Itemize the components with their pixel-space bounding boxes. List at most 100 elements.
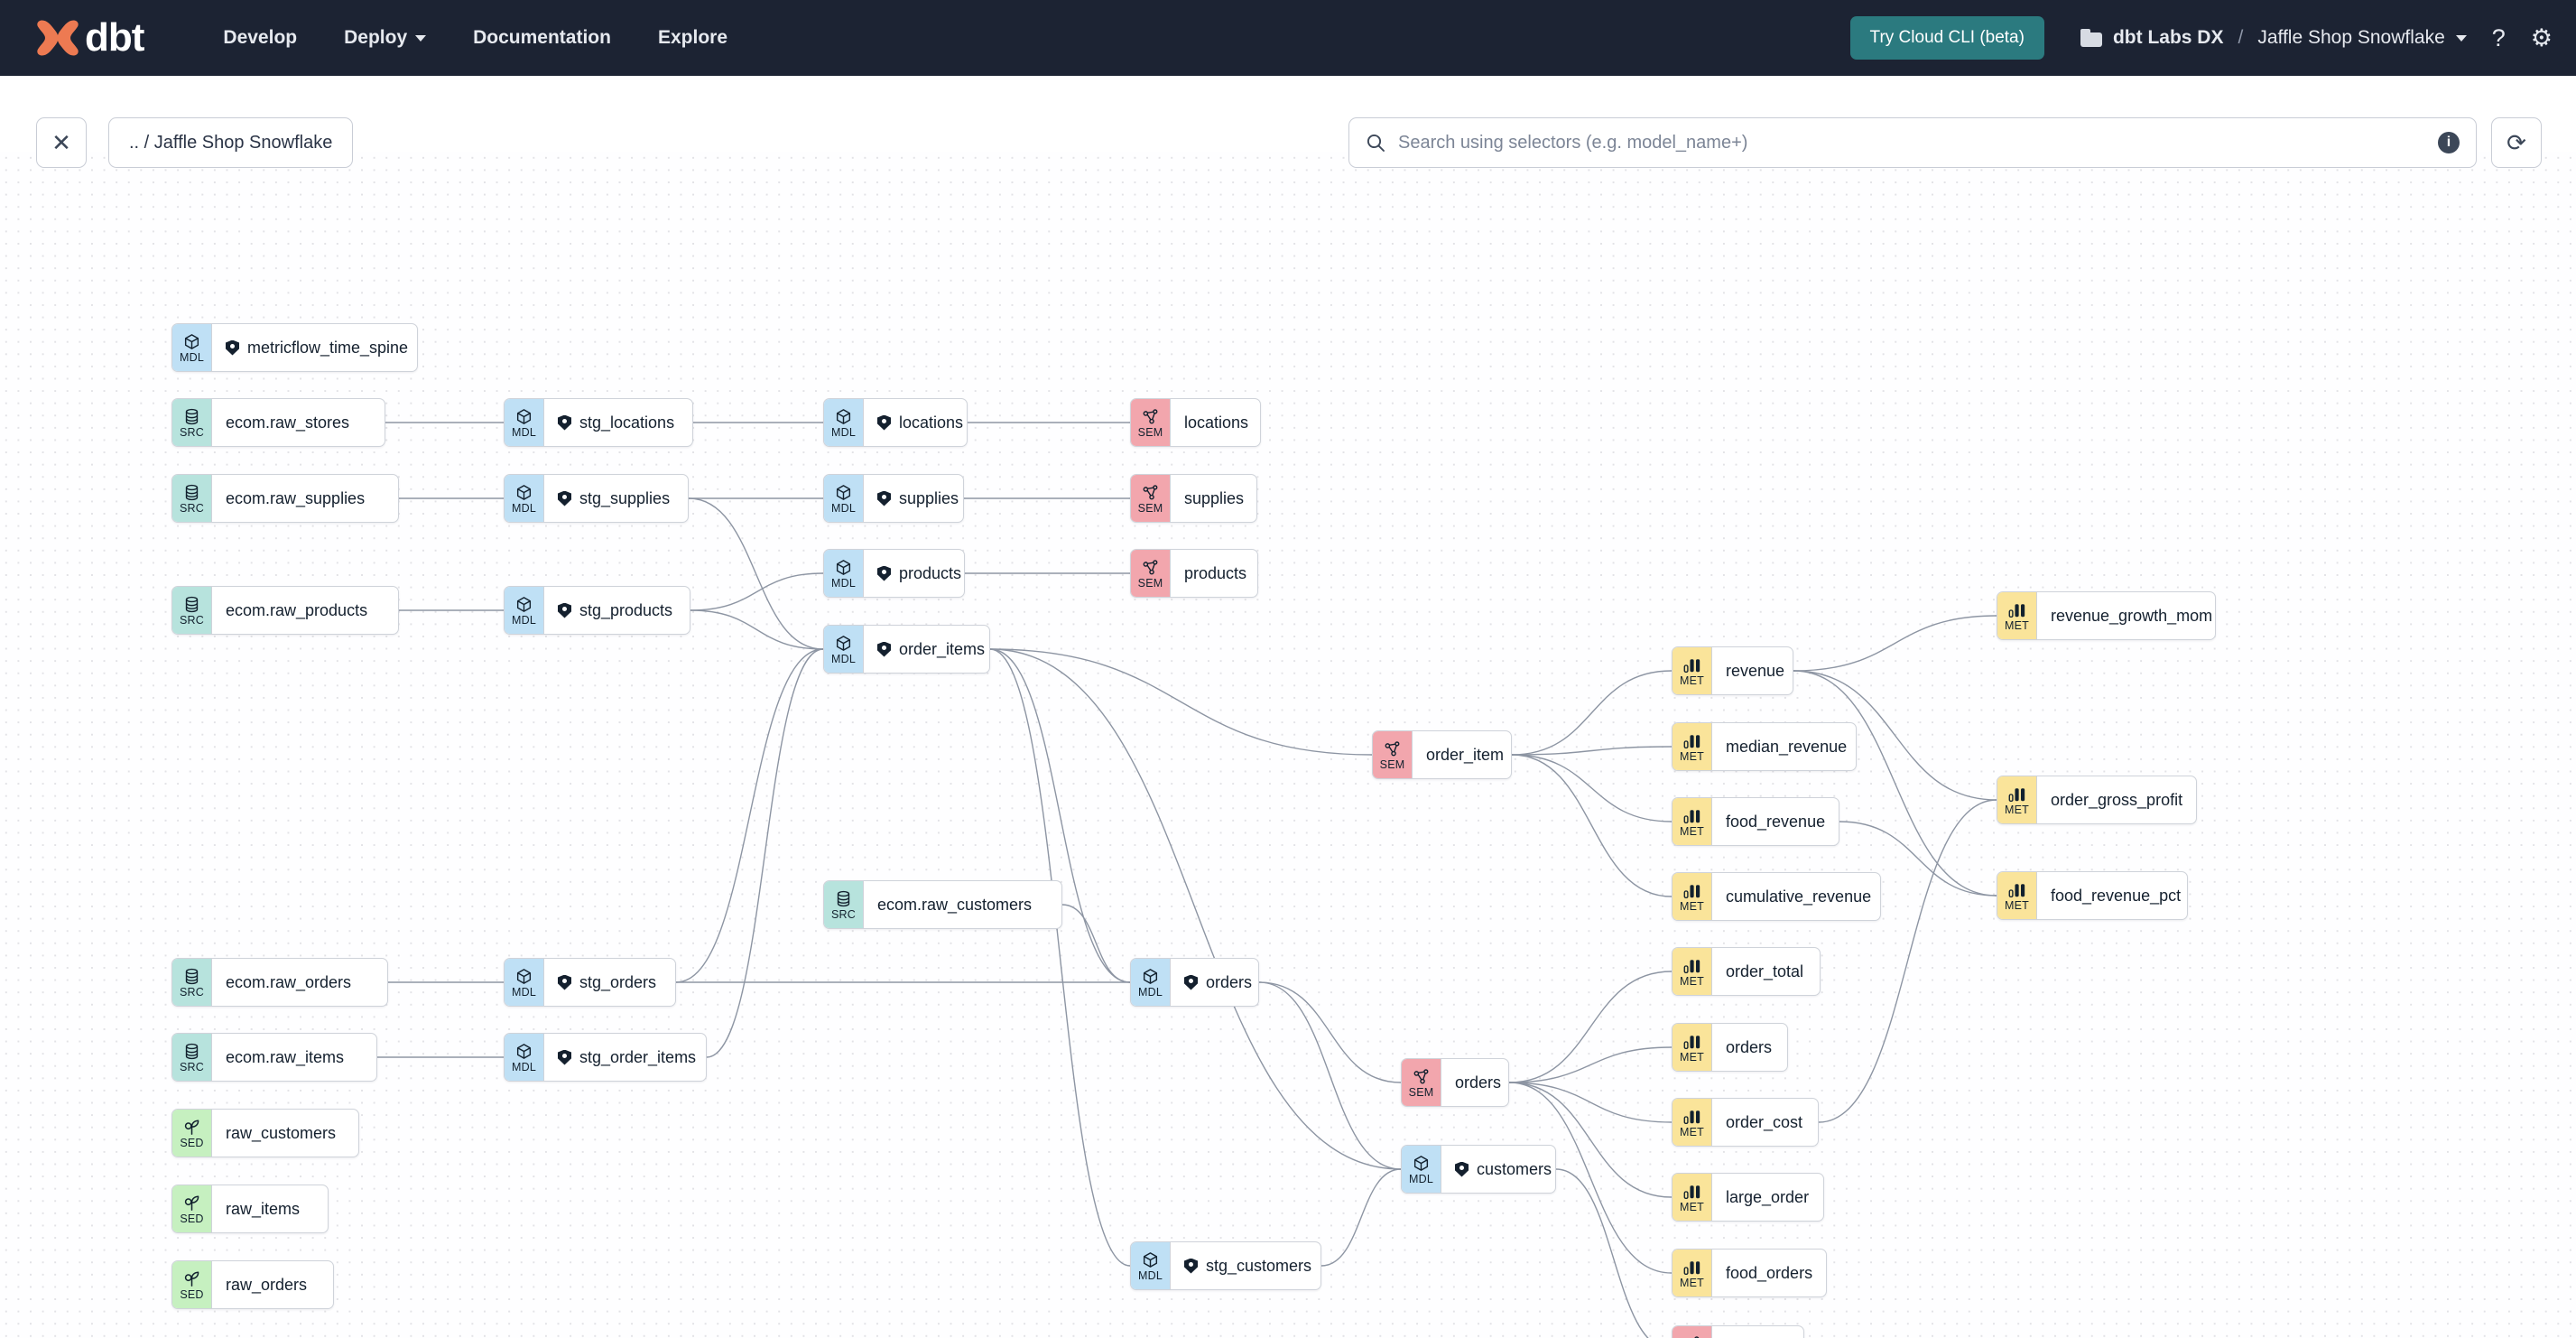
node-type-code: SED	[180, 1288, 204, 1301]
lineage-edge-sem_orders-to-met_food_orders	[1508, 1082, 1673, 1274]
node-type-badge-sem: SEM	[1373, 731, 1413, 778]
node-label: orders	[1455, 1073, 1502, 1092]
node-label-wrap: customers	[1441, 1146, 1555, 1193]
node-type-badge-src: SRC	[172, 959, 212, 1006]
info-icon[interactable]: i	[2438, 132, 2460, 153]
node-type-code: MET	[2005, 899, 2029, 912]
node-type-badge-met: MET	[1673, 1024, 1712, 1071]
node-type-badge-met: MET	[1673, 1250, 1712, 1296]
node-label: stg_orders	[579, 972, 657, 991]
dbt-logo[interactable]: dbt	[32, 13, 144, 63]
lineage-edge-met_order_cost-to-met_order_gross_profit	[1818, 799, 1997, 1123]
node-type-badge-src: SRC	[172, 399, 212, 446]
refresh-button[interactable]: ⟳	[2491, 117, 2542, 168]
lineage-node-mdl_supplies[interactable]: MDL supplies	[823, 474, 964, 523]
node-label-wrap: stg_customers	[1171, 1242, 1320, 1289]
search-icon	[1366, 133, 1385, 153]
lineage-node-sem_customers[interactable]: SEMcustomers	[1672, 1325, 1804, 1338]
nav-item-deploy[interactable]: Deploy	[320, 18, 449, 58]
folder-icon	[2080, 29, 2102, 47]
met-type-icon	[1683, 1106, 1701, 1125]
gear-icon[interactable]: ⚙	[2530, 23, 2553, 51]
lineage-edge-mdl_order_items-to-sem_order_item	[989, 648, 1373, 756]
lineage-node-mdl_customers[interactable]: MDL customers	[1401, 1145, 1556, 1194]
chevron-down-icon[interactable]	[2455, 34, 2467, 42]
node-label-wrap: stg_orders	[544, 959, 672, 1006]
node-label: raw_items	[226, 1199, 301, 1218]
sem-type-icon	[1142, 557, 1159, 576]
node-label: order_total	[1726, 962, 1804, 980]
public-access-shield-icon	[558, 974, 571, 990]
node-type-badge-mdl: MDL	[1402, 1146, 1441, 1193]
help-icon[interactable]: ?	[2491, 23, 2506, 51]
node-label: customers	[1477, 1159, 1552, 1178]
nav-item-explore[interactable]: Explore	[635, 18, 751, 58]
lineage-edge-met_revenue-to-met_food_revenue_pct	[1793, 670, 1997, 897]
mdl-type-icon	[835, 406, 852, 425]
try-cloud-cli-button[interactable]: Try Cloud CLI (beta)	[1849, 16, 2044, 60]
lineage-edge-sem_order_item-to-met_median_revenue	[1511, 746, 1673, 756]
nav-item-documentation[interactable]: Documentation	[449, 18, 635, 58]
project-breadcrumb[interactable]: dbt Labs DX / Jaffle Shop Snowflake	[2080, 27, 2467, 49]
node-type-badge-mdl: MDL	[1131, 959, 1171, 1006]
sed-type-icon	[183, 1268, 200, 1287]
project-name: Jaffle Shop Snowflake	[2257, 27, 2445, 48]
mdl-type-icon	[515, 594, 533, 613]
lineage-edge-sem_order_item-to-met_food_revenue	[1511, 754, 1673, 822]
lineage-edge-mdl_orders-to-sem_orders	[1258, 981, 1402, 1083]
node-type-badge-met: MET	[1997, 592, 2037, 639]
node-label-wrap: order_cost	[1712, 1099, 1818, 1146]
node-type-badge-mdl: MDL	[824, 475, 864, 522]
node-label: supplies	[899, 488, 959, 507]
lineage-breadcrumb-button[interactable]: .. / Jaffle Shop Snowflake	[108, 117, 354, 168]
node-label-wrap: supplies	[864, 475, 963, 522]
nav-item-explore-label: Explore	[657, 27, 727, 48]
search-input[interactable]	[1398, 132, 2425, 153]
mdl-type-icon	[835, 633, 852, 652]
account-name: dbt Labs DX	[2112, 27, 2224, 48]
close-button[interactable]: ✕	[36, 117, 87, 168]
search-bar[interactable]: i	[1348, 117, 2477, 168]
node-label: stg_locations	[579, 413, 675, 432]
node-type-code: MDL	[1138, 986, 1163, 999]
nav-item-develop[interactable]: Develop	[199, 18, 320, 58]
